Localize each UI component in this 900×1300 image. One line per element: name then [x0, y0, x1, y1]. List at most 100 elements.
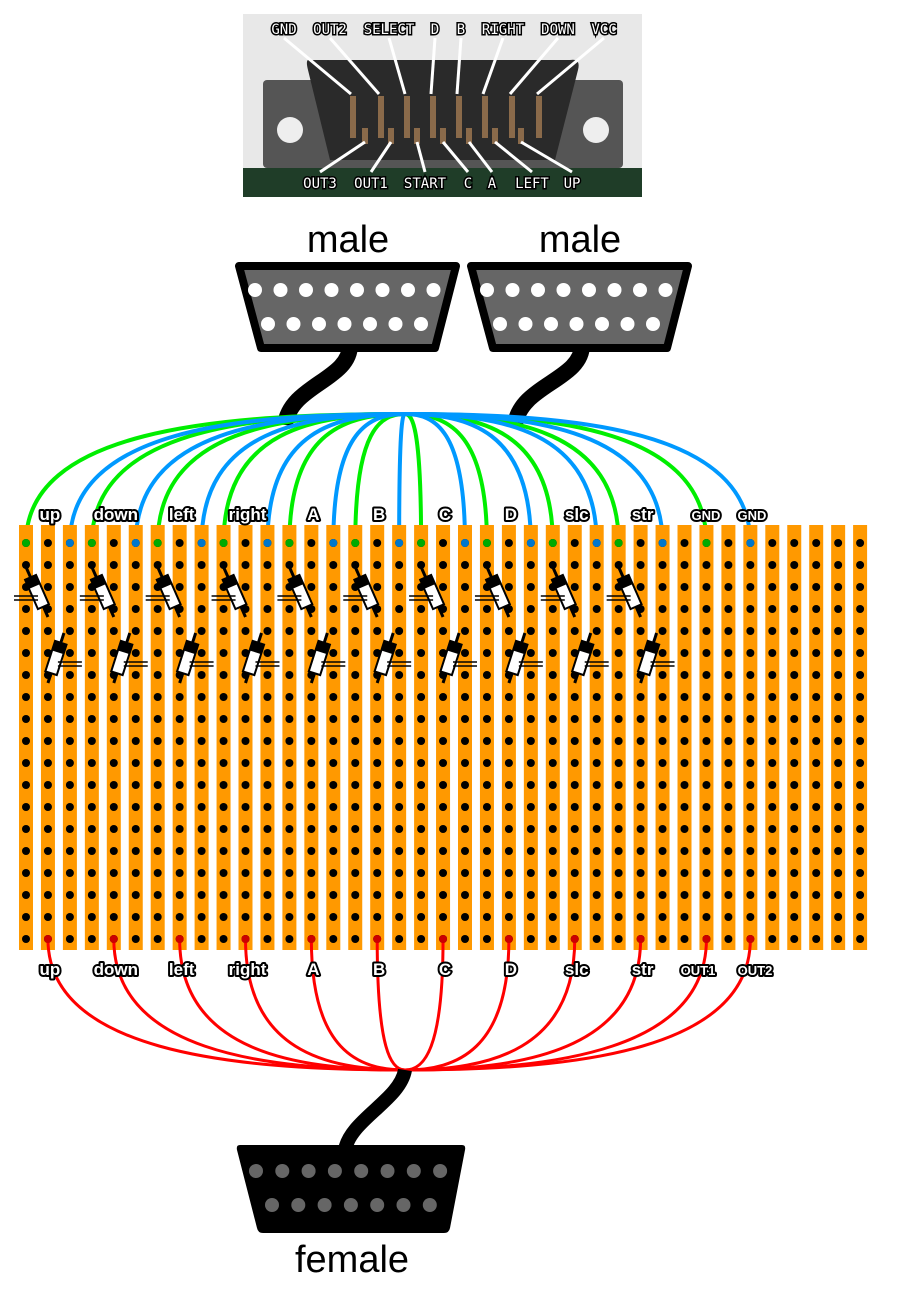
pin-hole — [433, 1164, 448, 1178]
hole — [636, 737, 645, 745]
hole — [241, 759, 250, 767]
hole — [395, 671, 404, 679]
hole — [768, 913, 777, 921]
hole — [461, 649, 469, 657]
resistor-band — [52, 640, 67, 655]
hole — [834, 891, 843, 899]
hole — [856, 913, 865, 921]
hole — [153, 759, 162, 767]
pin-hole — [249, 1164, 263, 1178]
bottom-label-out1: OUT1 — [681, 963, 716, 978]
hole — [614, 671, 623, 679]
hole — [812, 847, 821, 855]
hole — [812, 627, 821, 635]
resistor-band — [551, 574, 567, 589]
hole — [504, 627, 513, 635]
hole — [790, 627, 799, 635]
hole — [417, 627, 426, 635]
hole — [592, 825, 601, 833]
wire-end — [526, 539, 535, 547]
hole — [658, 649, 667, 657]
pin-label-bottom: C — [464, 176, 472, 192]
hole — [482, 869, 491, 877]
hole — [746, 913, 755, 921]
hole — [526, 891, 535, 899]
hole — [812, 693, 821, 701]
hole — [197, 891, 206, 899]
hole — [175, 627, 184, 635]
wire-end — [109, 935, 118, 943]
pin-hole — [414, 317, 428, 331]
hole — [263, 561, 272, 569]
hole — [241, 781, 250, 789]
hole — [43, 627, 52, 635]
hole — [702, 781, 711, 789]
hole — [219, 803, 228, 811]
hole — [746, 869, 755, 877]
hole — [87, 803, 96, 811]
hole — [614, 605, 623, 613]
hole — [812, 649, 821, 657]
hole — [417, 759, 426, 767]
resistor-body — [307, 639, 332, 677]
hole — [856, 693, 865, 701]
hole — [680, 847, 689, 855]
pin — [362, 128, 368, 144]
hole — [746, 847, 755, 855]
male-connector-left — [235, 262, 460, 352]
hole — [482, 935, 491, 943]
pin-hole — [363, 317, 377, 331]
hole — [526, 627, 535, 635]
hole — [548, 627, 557, 635]
hole — [856, 869, 865, 877]
hole — [329, 671, 338, 679]
hole — [570, 539, 579, 547]
hole — [219, 671, 228, 679]
hole — [746, 561, 755, 569]
hole — [592, 737, 601, 745]
bottom-label-a: A — [307, 960, 319, 979]
hole — [43, 561, 52, 569]
hole — [834, 825, 843, 833]
hole — [219, 913, 228, 921]
hole — [504, 847, 513, 855]
pin-label-bottom: OUT3 — [303, 176, 337, 192]
hole — [351, 627, 360, 635]
resistor-body — [418, 573, 446, 611]
hole — [636, 715, 645, 723]
hole — [153, 891, 162, 899]
hole — [131, 759, 140, 767]
hole — [746, 737, 755, 745]
hole — [219, 605, 228, 613]
hole — [241, 583, 250, 591]
hole — [504, 891, 513, 899]
hole — [482, 825, 491, 833]
arrow-icon — [283, 36, 352, 96]
hole — [131, 803, 140, 811]
hole — [219, 847, 228, 855]
hole — [417, 737, 426, 745]
hole — [307, 869, 316, 877]
hole — [812, 671, 821, 679]
hole — [702, 627, 711, 635]
hole — [329, 715, 338, 723]
resistor — [570, 632, 609, 684]
hole — [22, 715, 30, 723]
hole — [439, 781, 448, 789]
hole — [153, 561, 162, 569]
hole — [658, 693, 667, 701]
hole — [570, 803, 579, 811]
hole — [197, 781, 206, 789]
hole — [329, 891, 338, 899]
hole — [768, 627, 777, 635]
wire-end — [43, 935, 52, 943]
hole — [65, 649, 74, 657]
resistor-band — [156, 574, 172, 589]
hole — [482, 759, 491, 767]
hole — [87, 671, 96, 679]
hole — [548, 649, 557, 657]
hole — [87, 759, 96, 767]
hole — [373, 803, 382, 811]
hole — [812, 737, 821, 745]
hole — [131, 825, 140, 833]
